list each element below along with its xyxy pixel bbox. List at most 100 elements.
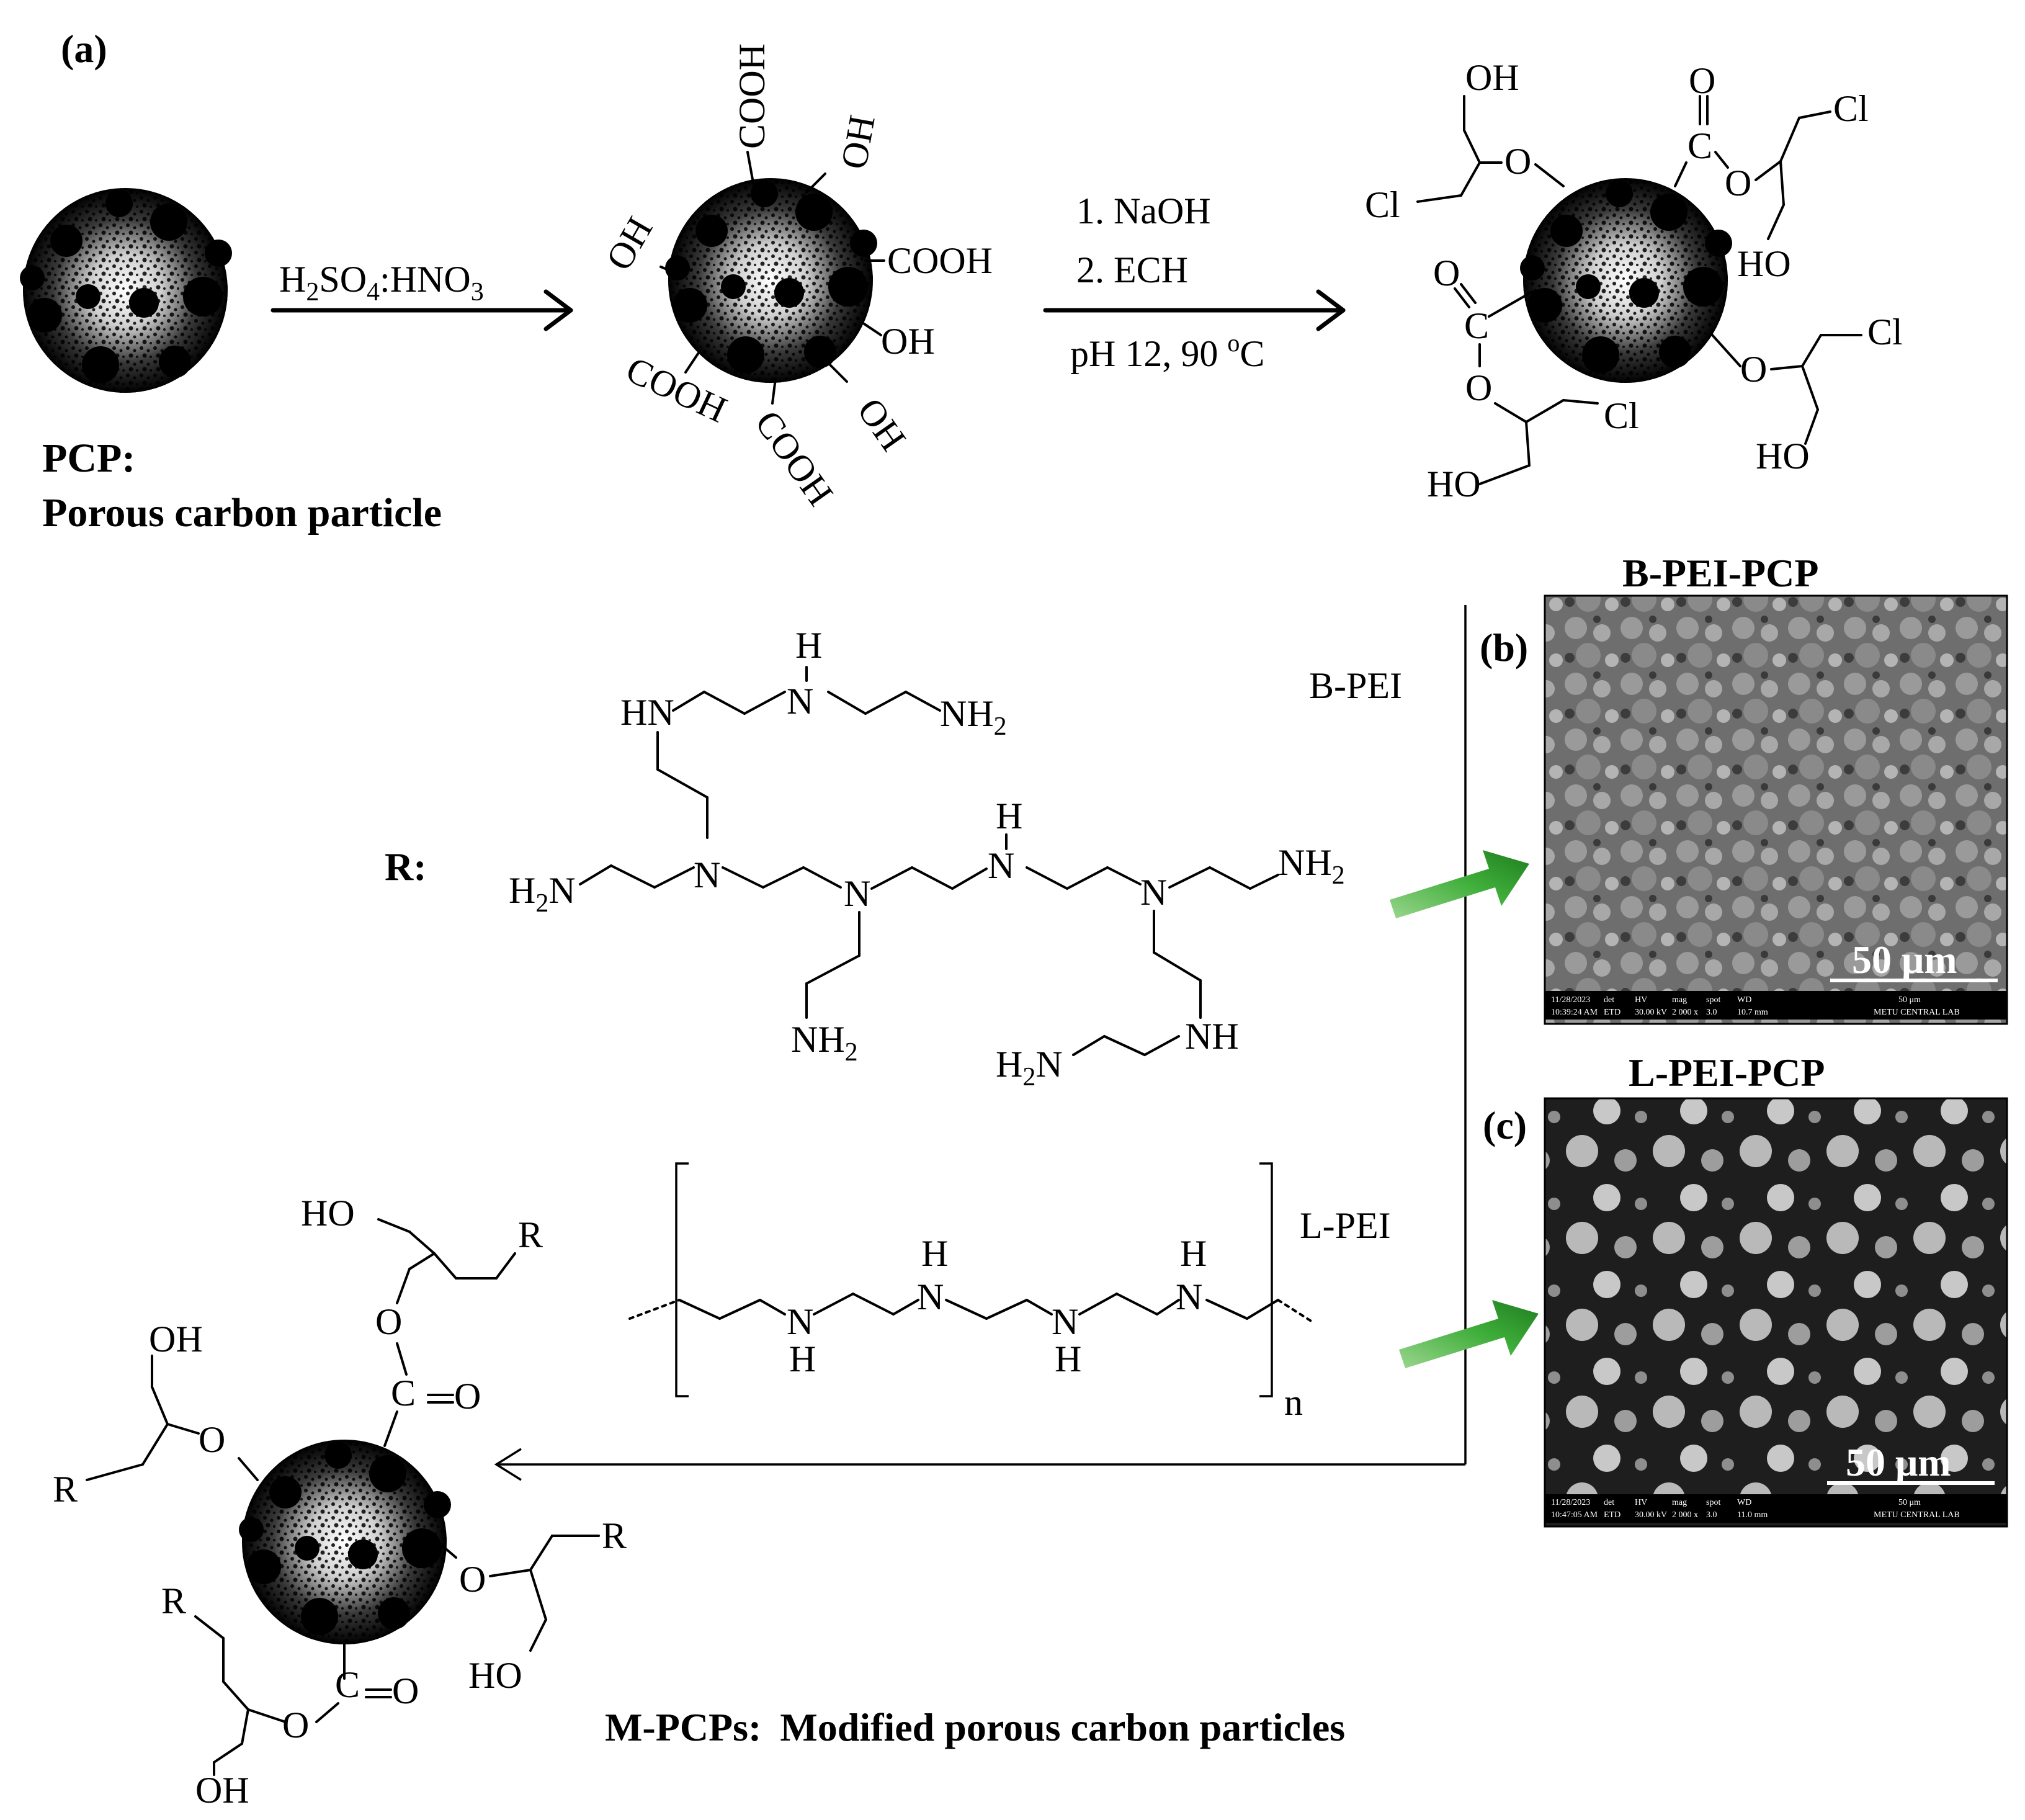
svg-text:HO: HO — [468, 1655, 522, 1696]
svg-text:n: n — [1284, 1382, 1303, 1423]
pcp-abbr: PCP: — [42, 436, 135, 481]
svg-text:HO: HO — [1427, 464, 1481, 504]
sem-c-scale: 50 μm — [1846, 1440, 1951, 1484]
svg-text:O: O — [392, 1670, 419, 1711]
svg-text:Cl: Cl — [1867, 312, 1903, 352]
svg-text:COOH: COOH — [731, 43, 772, 149]
svg-text:WD: WD — [1737, 995, 1751, 1005]
svg-text:det: det — [1604, 1498, 1614, 1507]
svg-text:R: R — [161, 1580, 186, 1621]
svg-text:COOH: COOH — [747, 403, 841, 513]
svg-text:O: O — [1465, 367, 1492, 408]
sem-image-b: 50 μm 11/28/2023 det HV mag spot WD 10:3… — [1544, 594, 2008, 1025]
svg-text:det: det — [1604, 995, 1614, 1005]
svg-text:O: O — [282, 1705, 309, 1746]
svg-text:HO: HO — [1737, 243, 1791, 284]
svg-text:Cl: Cl — [1365, 184, 1400, 225]
svg-text:30.00 kV: 30.00 kV — [1635, 1008, 1667, 1017]
svg-text:H: H — [789, 1338, 816, 1379]
svg-text:H: H — [996, 796, 1022, 836]
svg-text:11/28/2023: 11/28/2023 — [1551, 1498, 1590, 1507]
svg-text:11/28/2023: 11/28/2023 — [1551, 995, 1590, 1005]
svg-text:Cl: Cl — [1833, 88, 1869, 129]
ech-groups: O OH Cl C O O Cl HO C O O Cl — [1365, 57, 1903, 504]
l-pei-label: L-PEI — [1300, 1205, 1391, 1246]
svg-text:30.00 kV: 30.00 kV — [1635, 1510, 1667, 1520]
svg-text:H: H — [1055, 1338, 1081, 1379]
svg-text:C: C — [391, 1373, 416, 1414]
green-arrow-b — [1390, 850, 1529, 918]
svg-text:H2N: H2N — [996, 1044, 1063, 1092]
svg-text:N: N — [1176, 1276, 1202, 1317]
svg-text:WD: WD — [1737, 1498, 1751, 1507]
svg-text:HV: HV — [1635, 1498, 1647, 1507]
svg-text:OH: OH — [149, 1319, 203, 1360]
svg-text:HO: HO — [1756, 436, 1810, 477]
svg-text:NH2: NH2 — [1278, 842, 1345, 890]
svg-text:R: R — [53, 1469, 78, 1510]
step2-reagent-ech: 2. ECH — [1076, 249, 1188, 290]
mpcp-groups: C O O R HO O OH R O R HO C — [53, 1193, 627, 1811]
svg-text:N: N — [694, 854, 720, 895]
b-pei-structure: HN N H NH2 H2N N N N H N — [509, 625, 1345, 1092]
svg-text:O: O — [199, 1419, 225, 1460]
green-arrow-c — [1399, 1300, 1539, 1368]
svg-text:spot: spot — [1706, 1498, 1720, 1507]
pcp-particle-icon — [20, 188, 232, 393]
panel-label-b: (b) — [1480, 625, 1528, 670]
svg-text:H2N: H2N — [509, 870, 576, 918]
svg-text:NH: NH — [1185, 1016, 1239, 1057]
svg-text:50 μm: 50 μm — [1898, 995, 1921, 1005]
svg-text:METU CENTRAL LAB: METU CENTRAL LAB — [1874, 1008, 1960, 1017]
svg-text:O: O — [1689, 60, 1715, 101]
svg-text:HN: HN — [620, 692, 674, 733]
svg-text:METU CENTRAL LAB: METU CENTRAL LAB — [1874, 1510, 1960, 1520]
sem-c-title: L-PEI-PCP — [1629, 1051, 1825, 1095]
sem-b-scale: 50 μm — [1852, 938, 1957, 982]
sem-image-c: 50 μm 11/28/2023 det HV mag spot WD 10:4… — [1544, 1097, 2008, 1528]
svg-text:O: O — [1740, 349, 1767, 390]
svg-text:H: H — [921, 1233, 948, 1274]
svg-text:O: O — [1725, 163, 1751, 204]
svg-text:50 μm: 50 μm — [1898, 1498, 1921, 1507]
panel-label-a: (a) — [61, 27, 107, 71]
svg-text:spot: spot — [1706, 995, 1720, 1005]
svg-text:NH2: NH2 — [940, 693, 1007, 741]
step2-reagent-naoh: 1. NaOH — [1076, 191, 1211, 231]
svg-text:OH: OH — [849, 391, 914, 459]
svg-text:H: H — [795, 625, 822, 666]
svg-text:R: R — [518, 1214, 543, 1255]
svg-text:N: N — [917, 1276, 944, 1317]
svg-text:H: H — [1180, 1233, 1207, 1274]
svg-text:O: O — [375, 1301, 402, 1342]
svg-text:C: C — [1688, 125, 1712, 166]
svg-text:HV: HV — [1635, 995, 1647, 1005]
svg-text:OH: OH — [195, 1770, 249, 1811]
step1-reagents: H2SO4:HNO3 — [279, 259, 484, 307]
b-pei-label: B-PEI — [1309, 665, 1402, 706]
mpcp-caption: M-PCPs:Modified porous carbon particles — [605, 1705, 1345, 1749]
ech-pcp-particle-icon — [1520, 178, 1732, 383]
svg-text:2 000 x: 2 000 x — [1672, 1008, 1698, 1017]
svg-text:N: N — [787, 681, 813, 722]
r-label: R: — [385, 845, 427, 889]
svg-text:C: C — [335, 1664, 360, 1705]
svg-text:mag: mag — [1672, 995, 1687, 1005]
svg-text:OH: OH — [833, 112, 883, 172]
svg-text:N: N — [1052, 1301, 1078, 1342]
svg-text:O: O — [454, 1376, 481, 1417]
svg-text:mag: mag — [1672, 1498, 1687, 1507]
svg-text:C: C — [1464, 305, 1489, 346]
svg-text:OH: OH — [598, 210, 660, 277]
step2-conditions: pH 12, 90 oC — [1070, 329, 1264, 374]
svg-text:N: N — [844, 873, 870, 914]
l-pei-structure: N H N H N H N H n — [628, 1162, 1313, 1423]
oxidized-pcp-particle-icon — [665, 178, 877, 383]
svg-text:2 000 x: 2 000 x — [1672, 1510, 1698, 1520]
svg-text:3.0: 3.0 — [1706, 1008, 1717, 1017]
svg-text:3.0: 3.0 — [1706, 1510, 1717, 1520]
svg-text:O: O — [1504, 141, 1531, 182]
svg-text:ETD: ETD — [1604, 1510, 1620, 1520]
svg-text:R: R — [602, 1515, 627, 1556]
